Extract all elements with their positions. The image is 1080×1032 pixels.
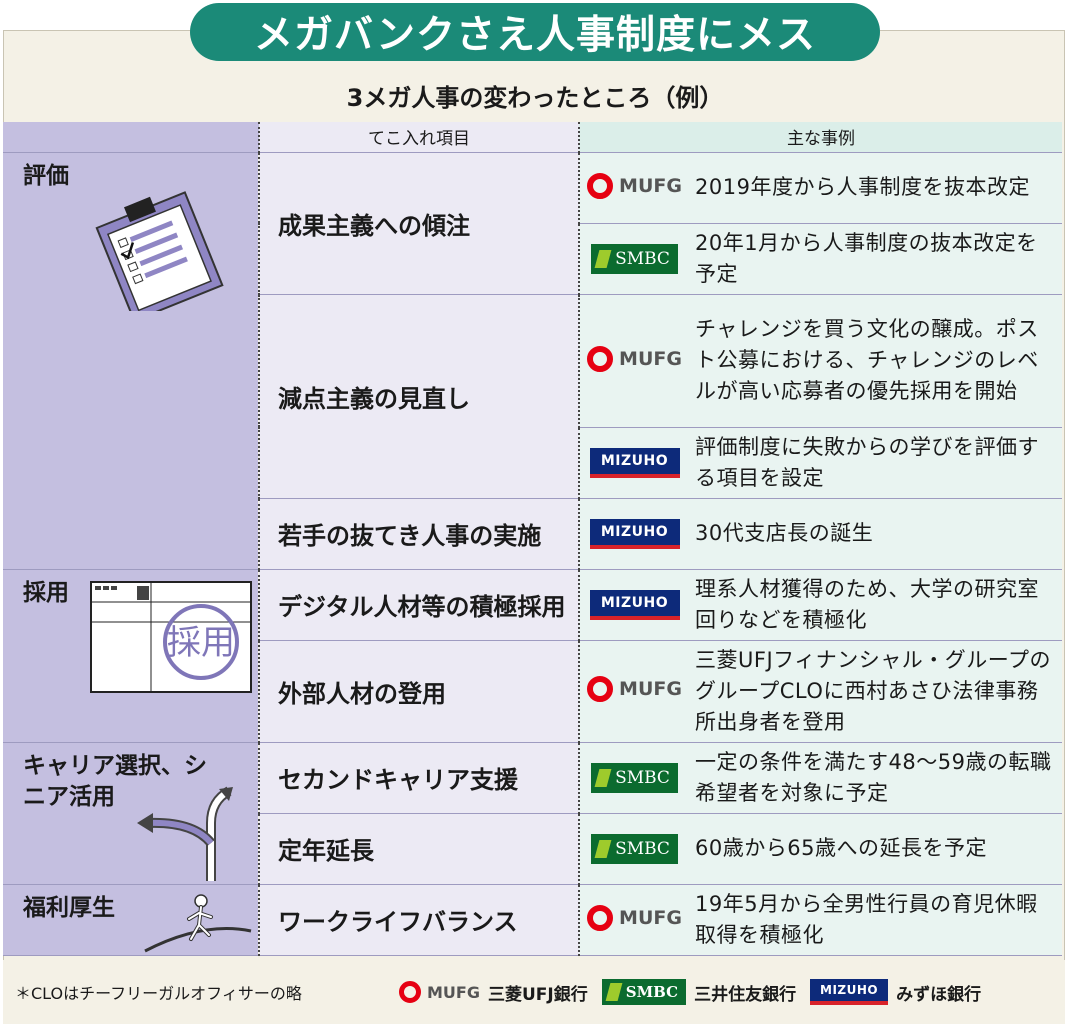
header-example: 主な事例 xyxy=(578,122,1062,153)
table-row: 定年延長 SMBC 60歳から65歳への延長を予定 xyxy=(3,813,1062,885)
logo-cell: MUFG xyxy=(578,884,689,956)
smbc-mark-icon xyxy=(605,983,623,1001)
footnote: ＊CLOはチーフリーガルオフィサーの略 xyxy=(15,984,302,1003)
table-row: 減点主義の見直し MUFG チャレンジを買う文化の醸成。ポスト公募における、チャ… xyxy=(3,294,1062,499)
item-digital: デジタル人材等の積極採用 xyxy=(258,569,579,641)
page-title: メガバンクさえ人事制度にメス xyxy=(190,3,880,61)
reform-table: てこ入れ項目 主な事例 評価 xyxy=(3,122,1062,956)
example-text: 19年5月から全男性行員の育児休暇取得を積極化 xyxy=(689,884,1062,956)
example-text: チャレンジを買う文化の醸成。ポスト公募における、チャレンジのレベルが高い応募者の… xyxy=(689,294,1062,428)
smbc-logo: SMBC xyxy=(591,243,678,274)
item-second-career: セカンドキャリア支援 xyxy=(258,742,579,814)
logo-cell: MUFG xyxy=(578,294,689,428)
category-label: 評価 xyxy=(23,162,69,189)
legend-bank-name: 三井住友銀行 xyxy=(694,984,797,1005)
smbc-logo-text: SMBC xyxy=(625,983,679,1001)
mufg-ring-icon xyxy=(587,172,614,199)
crossroad-arrow-icon xyxy=(137,786,233,881)
mufg-logo: MUFG xyxy=(587,904,682,931)
legend-bank-name: 三菱UFJ銀行 xyxy=(487,984,588,1005)
resume-icon: 採用 xyxy=(90,580,252,693)
smbc-mark-icon xyxy=(594,768,612,787)
mufg-ring-icon xyxy=(399,981,421,1003)
category-hiring: 採用 採用 xyxy=(3,569,259,743)
smbc-mark-icon xyxy=(594,839,612,858)
item-worklife: ワークライフバランス xyxy=(258,884,579,956)
smbc-logo-text: SMBC xyxy=(615,767,670,788)
subtitle: 3メガ人事の変わったところ（例） xyxy=(346,84,724,112)
smbc-logo: SMBC xyxy=(591,762,678,793)
example-text: 60歳から65歳への延長を予定 xyxy=(689,813,1062,885)
example-text: 一定の条件を満たす48～59歳の転職希望者を対象に予定 xyxy=(689,742,1062,814)
table-row: 評価 成果主義への傾注 MUFG xyxy=(3,152,1062,570)
mufg-ring-icon xyxy=(587,345,614,372)
legend-smbc: SMBC 三井住友銀行 xyxy=(601,979,797,1005)
mufg-logo-text: MUFG xyxy=(619,906,682,929)
header-item: てこ入れ項目 xyxy=(258,122,579,153)
header-category xyxy=(3,122,259,153)
stamp-text: 採用 xyxy=(167,623,235,663)
example-text: 三菱UFJフィナンシャル・グループのグループCLOに西村あさひ法律事務所出身者を… xyxy=(689,640,1062,743)
example-text: 30代支店長の誕生 xyxy=(689,498,1062,570)
category-welfare: 福利厚生 xyxy=(3,884,259,956)
logo-cell: MIZUHO xyxy=(578,569,689,641)
logo-cell: SMBC xyxy=(578,223,689,295)
category-label: 福利厚生 xyxy=(23,894,115,921)
mufg-logo: MUFG xyxy=(587,345,682,372)
table-row: SMBC 20年1月から人事制度の抜本改定を予定 xyxy=(3,223,1062,295)
logo-cell: SMBC xyxy=(578,742,689,814)
mizuho-logo: MIZUHO xyxy=(589,589,680,620)
mufg-logo-text: MUFG xyxy=(619,678,682,700)
mufg-ring-icon xyxy=(587,904,614,931)
clipboard-icon xyxy=(95,190,224,311)
table-row: 若手の抜てき人事の実施 MIZUHO 30代支店長の誕生 xyxy=(3,498,1062,570)
mizuho-logo: MIZUHO xyxy=(810,979,889,1005)
table-header-row: てこ入れ項目 主な事例 xyxy=(3,122,1062,153)
legend-bank-name: みずほ銀行 xyxy=(896,984,982,1005)
balance-walker-icon xyxy=(144,893,252,952)
logo-cell: MUFG xyxy=(578,152,689,224)
table-row: MIZUHO 評価制度に失敗からの学びを評価する項目を設定 xyxy=(3,427,1062,499)
smbc-logo-text: SMBC xyxy=(615,248,670,269)
logo-cell: MUFG xyxy=(578,640,689,743)
table-row: 福利厚生 ワークライフバランス MUFG 19年5月から全男性行員の育児休暇取得… xyxy=(3,884,1062,956)
legend-mizuho: MIZUHO みずほ銀行 xyxy=(810,979,981,1005)
mufg-logo: MUFG xyxy=(587,676,682,702)
logo-cell: SMBC xyxy=(578,813,689,885)
smbc-logo: SMBC xyxy=(591,833,678,864)
legend-mufg: MUFG 三菱UFJ銀行 xyxy=(399,980,588,1005)
category-label: 採用 xyxy=(23,579,69,606)
item-performance: 成果主義への傾注 xyxy=(258,152,579,295)
mufg-logo: MUFG xyxy=(587,172,682,199)
table-row: 採用 採用 デジタル人材等の積極採用 MIZUHO 理系人材獲得のため、大学の研… xyxy=(3,569,1062,743)
mizuho-logo: MIZUHO xyxy=(589,447,680,478)
item-external: 外部人材の登用 xyxy=(258,640,579,743)
example-text: 理系人材獲得のため、大学の研究室回りなどを積極化 xyxy=(689,569,1062,641)
category-career: キャリア選択、シニア活用 xyxy=(3,742,259,885)
mufg-logo-text: MUFG xyxy=(619,174,682,197)
item-retirement: 定年延長 xyxy=(258,813,579,885)
category-evaluation: 評価 xyxy=(3,152,259,570)
example-text: 20年1月から人事制度の抜本改定を予定 xyxy=(689,223,1062,295)
smbc-logo-text: SMBC xyxy=(615,838,670,859)
category-label: キャリア選択、シニア活用 xyxy=(23,752,207,810)
example-text: 評価制度に失敗からの学びを評価する項目を設定 xyxy=(689,427,1062,499)
smbc-logo: SMBC xyxy=(601,979,687,1005)
example-text: 2019年度から人事制度を抜本改定 xyxy=(689,152,1062,224)
table-row: キャリア選択、シニア活用 セカンドキャリア支援 SMBC 一定の条件を満たす48… xyxy=(3,742,1062,885)
mufg-ring-icon xyxy=(587,676,614,702)
mufg-logo-text: MUFG xyxy=(427,982,480,1002)
item-young: 若手の抜てき人事の実施 xyxy=(258,498,579,570)
logo-cell: MIZUHO xyxy=(578,427,689,499)
table-row: 外部人材の登用 MUFG 三菱UFJフィナンシャル・グループのグループCLOに西… xyxy=(3,640,1062,743)
item-demerit: 減点主義の見直し xyxy=(258,294,579,499)
mufg-logo-text: MUFG xyxy=(619,347,682,370)
mufg-logo: MUFG xyxy=(399,981,480,1003)
smbc-mark-icon xyxy=(594,249,612,268)
footer-legend: ＊CLOはチーフリーガルオフィサーの略 MUFG 三菱UFJ銀行 SMBC 三井… xyxy=(3,960,1065,1024)
logo-cell: MIZUHO xyxy=(578,498,689,570)
mizuho-logo: MIZUHO xyxy=(589,518,680,549)
